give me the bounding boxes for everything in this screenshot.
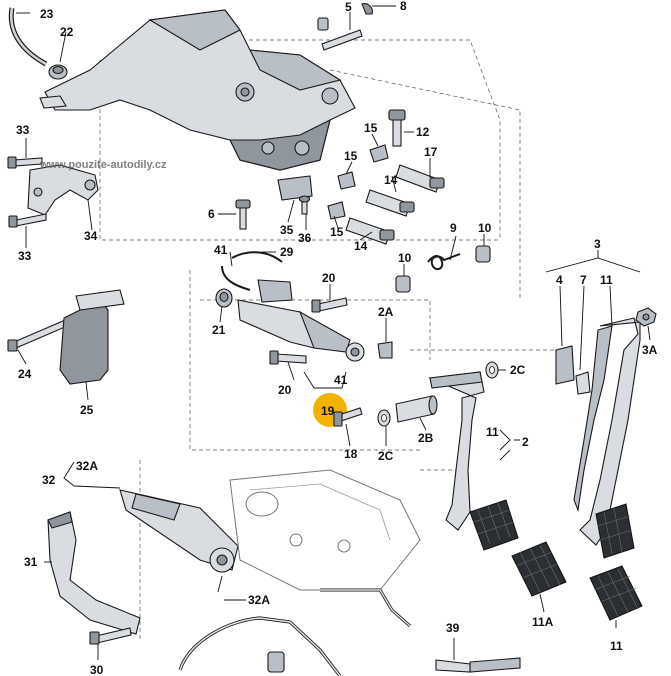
clip-15-a	[369, 144, 389, 163]
label-7: 7	[580, 273, 587, 287]
label-36: 36	[298, 231, 312, 245]
switch-4	[555, 345, 575, 385]
buffer-10-a	[475, 245, 491, 263]
construction-lines	[99, 39, 560, 640]
label-2C-lower: 2C	[378, 449, 394, 463]
label-10-a: 10	[478, 221, 492, 235]
clip-15-c	[327, 201, 346, 220]
label-2A: 2A	[378, 305, 394, 319]
label-32: 32	[42, 473, 56, 487]
bolt-20-lower	[269, 350, 307, 365]
label-11-lower: 11	[610, 639, 623, 653]
label-3A: 3A	[642, 343, 658, 357]
label-33-upper: 33	[16, 123, 30, 137]
label-34: 34	[84, 229, 98, 243]
label-2B: 2B	[418, 431, 434, 445]
bracket-34	[27, 164, 99, 216]
pedal-bracket-25	[59, 289, 125, 385]
buffer-10-b	[395, 275, 411, 293]
label-33-lower: 33	[18, 249, 32, 263]
label-21: 21	[212, 323, 226, 337]
label-10-b: 10	[398, 251, 412, 265]
label-35: 35	[280, 223, 294, 237]
brake-pedal	[573, 317, 641, 559]
label-20-upper: 20	[322, 271, 336, 285]
label-15-a: 15	[364, 121, 378, 135]
label-23: 23	[40, 7, 54, 21]
label-15-b: 15	[344, 149, 358, 163]
label-31: 31	[24, 555, 38, 569]
pedal-pad-11-lower	[589, 565, 643, 621]
line-fitting	[267, 651, 285, 673]
bolt-33-upper	[7, 156, 43, 169]
label-14-b: 14	[354, 239, 368, 253]
washer-2C-upper	[485, 361, 499, 379]
bolt-20-upper	[311, 297, 348, 313]
label-9: 9	[450, 221, 457, 235]
grommet-22	[48, 64, 68, 80]
pin-5	[317, 3, 373, 51]
bolt-6	[235, 199, 251, 230]
switch-14-b	[345, 217, 395, 245]
label-20-lower: 20	[278, 383, 292, 397]
clutch-pedal	[427, 371, 519, 551]
label-17: 17	[424, 145, 438, 159]
label-41-lower: 41	[334, 373, 348, 387]
clip-7	[575, 371, 591, 395]
switch-17	[395, 164, 445, 193]
release-lever-31	[47, 511, 141, 635]
label-3: 3	[594, 237, 601, 251]
clutch-master-cylinder	[221, 265, 365, 362]
label-11-upper: 11	[600, 273, 613, 287]
label-39: 39	[446, 621, 460, 635]
clip-15-b	[337, 171, 356, 190]
pedal-pad-11A	[511, 541, 567, 597]
label-22: 22	[60, 25, 74, 39]
label-5: 5	[345, 0, 352, 14]
label-11A: 11A	[532, 615, 554, 629]
label-29: 29	[280, 245, 294, 259]
label-30: 30	[90, 663, 104, 676]
watermark: www.pouzite-autodily.cz	[39, 159, 167, 171]
hose-29	[231, 251, 283, 263]
bolt-12	[388, 109, 406, 147]
label-11-middle: 11	[486, 425, 499, 439]
part-labels: 23 22 5 8 33 33 34 6 35 36 12 15 17 15 1…	[16, 0, 658, 676]
label-2: 2	[522, 435, 529, 449]
label-24: 24	[18, 367, 32, 381]
label-8: 8	[400, 0, 407, 13]
bolt-30	[89, 627, 132, 645]
switch-14-a	[365, 189, 415, 217]
label-14-a: 14	[384, 173, 398, 187]
slave-cylinder-32	[119, 489, 239, 573]
hydraulic-line	[320, 588, 411, 628]
leader-lines	[16, 5, 651, 660]
nut-3A	[635, 307, 657, 327]
screw-36	[298, 195, 311, 215]
label-32A-lower: 32A	[248, 593, 270, 607]
bracket-35	[277, 175, 313, 201]
label-32A-upper: 32A	[76, 459, 98, 473]
label-18: 18	[344, 447, 358, 461]
label-41-upper: 41	[214, 243, 228, 257]
pedal-bracket	[39, 9, 356, 171]
pin-18	[333, 407, 363, 427]
label-25: 25	[80, 403, 94, 417]
label-4: 4	[556, 273, 563, 287]
gearbox-housing	[229, 469, 421, 591]
spring-9	[427, 253, 461, 270]
clip-2A	[377, 341, 393, 359]
connector-39	[435, 657, 521, 673]
label-6: 6	[208, 207, 215, 221]
bolt-33-lower	[8, 213, 47, 228]
washer-2C-lower	[377, 409, 391, 427]
label-19: 19	[321, 404, 335, 418]
label-15-c: 15	[330, 225, 344, 239]
grommet-21	[215, 288, 233, 308]
bushing-2B	[395, 395, 438, 423]
label-2C-upper: 2C	[510, 363, 526, 377]
label-12: 12	[416, 125, 430, 139]
